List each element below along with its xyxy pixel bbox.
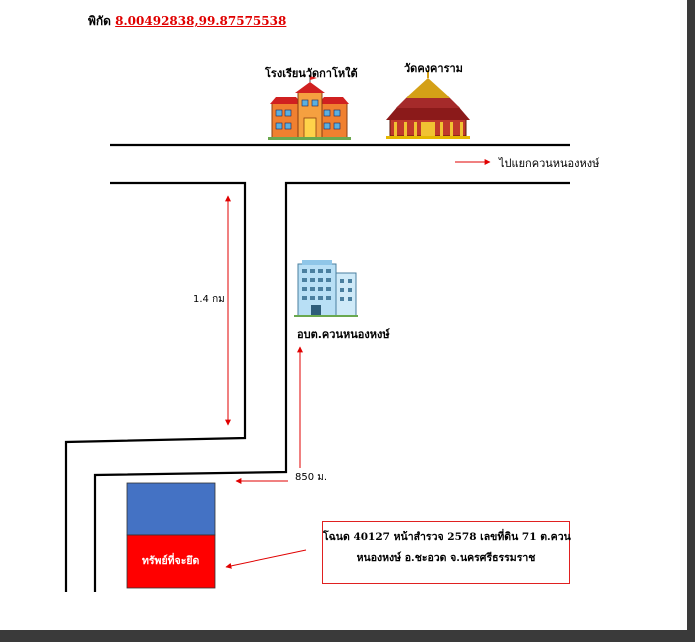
arrows — [225, 159, 491, 569]
road-right-edge — [93, 181, 570, 592]
school-label: โรงเรียนวัดกาโหใต้ — [265, 67, 358, 80]
distance-short-label: 850 ม. — [295, 472, 328, 483]
school-building-icon — [268, 76, 351, 140]
deed-line-2: หนองหงษ์ อ.ชะอวด จ.นครศรีธรรมราช — [356, 552, 536, 564]
coordinates-link[interactable]: 8.00492838,99.87575538 — [115, 14, 287, 28]
deed-line-1: โฉนด 40127 หน้าสำรวจ 2578 เลขที่ดิน 71 ต… — [323, 531, 571, 543]
property-top-block — [126, 482, 216, 536]
junction-label: ไปแยกควนหนองหงษ์ — [499, 157, 600, 170]
map-page: พิกัด 8.00492838,99.87575538 โรงเรียนวัด… — [0, 0, 687, 630]
property-label: ทรัพย์ที่จะยึด — [142, 555, 200, 567]
property-pointer-arrow — [225, 549, 307, 569]
road-left-edge — [64, 181, 247, 592]
map-canvas — [64, 70, 570, 592]
office-label: อบต.ควนหนองหงษ์ — [297, 328, 390, 341]
distance-long-label: 1.4 กม — [193, 294, 225, 305]
property-bottom-block — [126, 534, 216, 589]
temple-label: วัดคงคาราม — [404, 62, 463, 75]
coordinates-line: พิกัด 8.00492838,99.87575538 — [88, 12, 286, 31]
coordinates-label: พิกัด — [88, 14, 111, 28]
thai-temple-icon — [386, 70, 470, 139]
deed-info-box: โฉนด 40127 หน้าสำรวจ 2578 เลขที่ดิน 71 ต… — [322, 521, 571, 584]
property-parcel — [126, 482, 216, 589]
roads — [64, 143, 570, 592]
office-building-icon — [294, 260, 358, 317]
